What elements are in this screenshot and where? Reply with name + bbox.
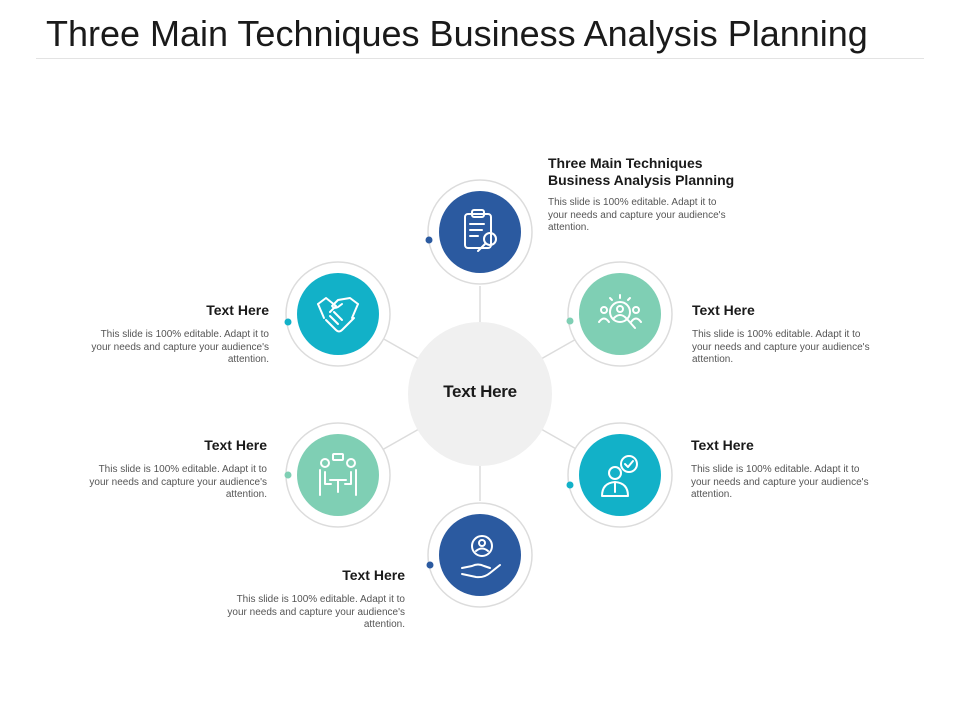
handshake-icon [317,297,359,333]
person-check-icon [601,455,638,497]
node-lower-left-disc [297,434,379,516]
node-lower-left-dot [284,471,292,479]
node-lower-left [284,422,391,528]
block-heading: Three Main Techniques Business Analysis … [548,155,778,189]
block-heading-line-2: Business Analysis Planning [548,172,735,188]
people-search-icon [598,294,642,329]
block-heading: Text Here [691,437,754,453]
block-heading: Text Here [204,437,267,453]
title-divider [36,58,924,59]
text-block-lower-left: Text Here This slide is 100% editable. A… [82,437,267,502]
block-body: This slide is 100% editable. Adapt it to… [91,329,269,365]
node-top [425,179,533,285]
text-block-upper-right: Text Here This slide is 100% editable. A… [692,302,877,367]
connector-lower-left [381,428,420,451]
node-lower-right-dot [566,481,574,489]
connector-upper-right [540,337,579,360]
text-block-top: Three Main Techniques Business Analysis … [548,155,778,235]
node-upper-left-dot [284,318,292,326]
connector-upper-left [381,337,420,360]
node-lower-right [566,422,673,528]
block-heading: Text Here [206,302,269,318]
node-bottom-dot [426,561,434,569]
meeting-icon [319,453,357,496]
block-body: This slide is 100% editable. Adapt it to… [548,197,726,233]
block-body: This slide is 100% editable. Adapt it to… [692,329,870,365]
center-label: Text Here [443,382,517,401]
block-body: This slide is 100% editable. Adapt it to… [227,594,405,630]
block-heading: Text Here [692,302,755,318]
connector-lower-right [540,428,579,451]
node-bottom [426,502,533,608]
block-heading-line-1: Three Main Techniques [548,155,703,171]
clipboard-search-icon [464,209,497,252]
center-hub [408,322,552,466]
text-block-upper-left: Text Here This slide is 100% editable. A… [84,302,269,367]
block-heading: Text Here [342,567,405,583]
node-top-disc [439,191,521,273]
text-block-lower-right: Text Here This slide is 100% editable. A… [691,437,876,502]
slide-title: Three Main Techniques Business Analysis … [46,13,868,54]
node-upper-left [284,261,391,367]
node-top-dot [425,236,433,244]
node-upper-left-disc [297,273,379,355]
hand-user-icon [461,535,501,579]
node-upper-right [566,261,673,367]
text-block-bottom: Text Here This slide is 100% editable. A… [220,567,405,632]
node-upper-right-dot [566,317,574,325]
block-body: This slide is 100% editable. Adapt it to… [691,464,869,500]
block-body: This slide is 100% editable. Adapt it to… [89,464,267,500]
